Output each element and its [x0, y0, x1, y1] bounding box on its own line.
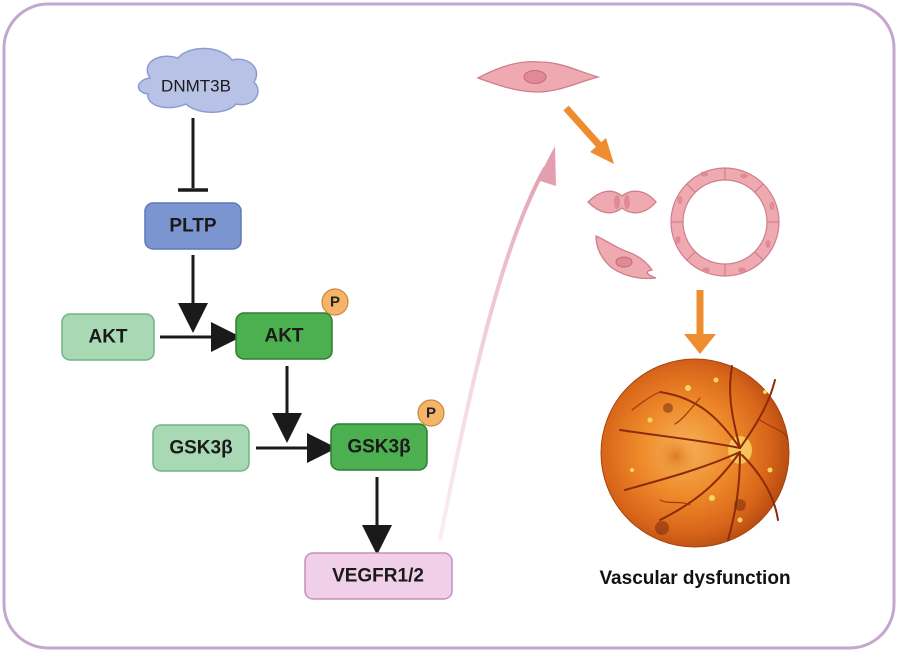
phospho-badge-label: P — [330, 294, 340, 311]
orange-arrowhead — [590, 138, 614, 164]
dnmt3b-label: DNMT3B — [161, 77, 231, 96]
dnmt3b-cloud-shape — [137, 47, 259, 113]
arrow-vegfr-to-cells — [438, 167, 547, 541]
akt-p-box — [235, 312, 333, 360]
phospho-badge-label: P — [426, 405, 436, 422]
dnmt3b-node: DNMT3B — [137, 47, 259, 113]
gsk3b-box — [152, 424, 250, 472]
gsk3b-p-node: GSK3β — [330, 423, 428, 471]
phospho-badge-circle — [417, 399, 445, 427]
akt-p-label: AKT — [264, 326, 303, 347]
akt-label: AKT — [88, 327, 127, 348]
arrow-cell-to-division — [563, 105, 603, 149]
phospho-badge-circle — [321, 288, 349, 316]
orange-down-arrowhead — [684, 334, 716, 354]
vessel-ring-icon — [670, 167, 780, 277]
migrating-cell-icon — [595, 235, 657, 280]
gsk3b-p-label: GSK3β — [347, 437, 410, 458]
gsk3b-phospho-badge: P — [417, 399, 445, 427]
akt-box — [61, 313, 155, 361]
pltp-box — [144, 202, 242, 250]
gsk3b-node: GSK3β — [152, 424, 250, 472]
vascular-dysfunction-label: Vascular dysfunction — [599, 568, 790, 589]
gsk3b-p-box — [330, 423, 428, 471]
pltp-node: PLTP — [144, 202, 242, 250]
retina-fundus-icon — [600, 358, 790, 548]
vegfr-label: VEGFR1/2 — [332, 566, 424, 587]
akt-phospho-badge: P — [321, 288, 349, 316]
endothelial-cell-icon — [476, 60, 601, 93]
pink-arrowhead — [537, 146, 556, 186]
pltp-label: PLTP — [169, 216, 216, 237]
vegfr-node: VEGFR1/2 — [304, 552, 453, 600]
vegfr-box — [304, 552, 453, 600]
gsk3b-label: GSK3β — [169, 438, 232, 459]
akt-p-node: AKT — [235, 312, 333, 360]
akt-node: AKT — [61, 313, 155, 361]
dividing-cell-icon — [587, 190, 657, 214]
